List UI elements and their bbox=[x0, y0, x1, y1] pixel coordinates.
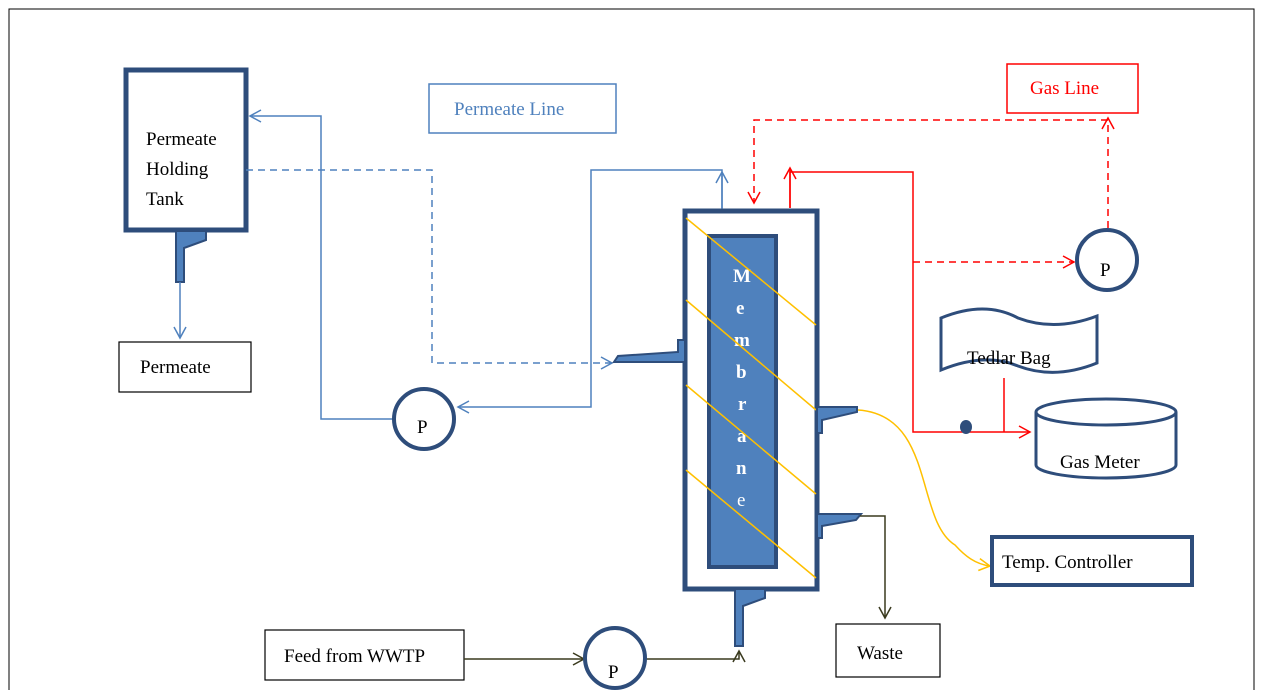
permeate-line-legend-label: Permeate Line bbox=[454, 99, 564, 120]
temp-controller-box bbox=[990, 535, 1194, 587]
feed-box bbox=[264, 629, 465, 681]
gas-outlet-line bbox=[789, 171, 1032, 439]
waste-box bbox=[835, 623, 941, 678]
tank-return-dashed-line bbox=[246, 169, 614, 370]
permeate-tank-label-1: Permeate bbox=[146, 129, 217, 150]
membrane-letter-1: M bbox=[733, 266, 751, 287]
temp-sensor-line bbox=[857, 409, 992, 572]
tank-outlet-nozzle bbox=[175, 230, 207, 283]
pump-to-reactor-line bbox=[646, 649, 746, 663]
gas-meter-label: Gas Meter bbox=[1060, 452, 1140, 473]
feed-pump bbox=[583, 626, 647, 690]
reactor-bottom-nozzle bbox=[734, 588, 766, 647]
gas-line-legend bbox=[1006, 63, 1139, 114]
feed-box-label: Feed from WWTP bbox=[284, 646, 425, 667]
membrane-letter-4: b bbox=[736, 362, 747, 383]
gas-pump bbox=[1075, 228, 1139, 292]
gas-sampling-valve bbox=[960, 420, 972, 434]
permeate-pump bbox=[392, 387, 456, 451]
membrane-letter-8: e bbox=[737, 490, 745, 511]
waste-line bbox=[860, 515, 892, 620]
membrane-to-pump-line bbox=[456, 169, 723, 414]
permeate-pump-label: P bbox=[417, 417, 428, 438]
tedlar-bag bbox=[939, 307, 1099, 374]
permeate-tank-label-2: Holding bbox=[146, 159, 209, 180]
membrane-letter-6: a bbox=[737, 426, 747, 447]
reactor-side-inlet bbox=[612, 339, 686, 363]
gas-meter bbox=[1034, 397, 1178, 480]
pump-to-tank-line bbox=[248, 109, 393, 420]
gas-recirc-dashed-3 bbox=[747, 119, 1108, 205]
feed-pump-label: P bbox=[608, 662, 619, 683]
membrane-letter-2: e bbox=[736, 298, 744, 319]
membrane-letter-7: n bbox=[736, 458, 747, 479]
permeate-line-legend bbox=[428, 83, 617, 134]
membrane-module bbox=[707, 234, 778, 569]
permeate-tank-label-3: Tank bbox=[146, 189, 184, 210]
tedlar-bag-label: Tedlar Bag bbox=[967, 348, 1051, 369]
temp-controller-label: Temp. Controller bbox=[1002, 552, 1133, 573]
permeate-holding-tank bbox=[123, 67, 249, 233]
reactor-right-nozzle-upper bbox=[816, 406, 858, 434]
reactor-right-nozzle-lower bbox=[816, 513, 864, 539]
permeate-box-label: Permeate bbox=[140, 357, 211, 378]
gas-line-legend-label: Gas Line bbox=[1030, 78, 1099, 99]
permeate-box bbox=[118, 341, 252, 393]
heating-coil bbox=[685, 217, 817, 579]
figure-frame bbox=[8, 8, 1255, 690]
membrane-letter-5: r bbox=[738, 394, 747, 415]
membrane-letter-3: m bbox=[734, 330, 750, 351]
waste-box-label: Waste bbox=[857, 643, 903, 664]
gas-pump-label: P bbox=[1100, 260, 1111, 281]
